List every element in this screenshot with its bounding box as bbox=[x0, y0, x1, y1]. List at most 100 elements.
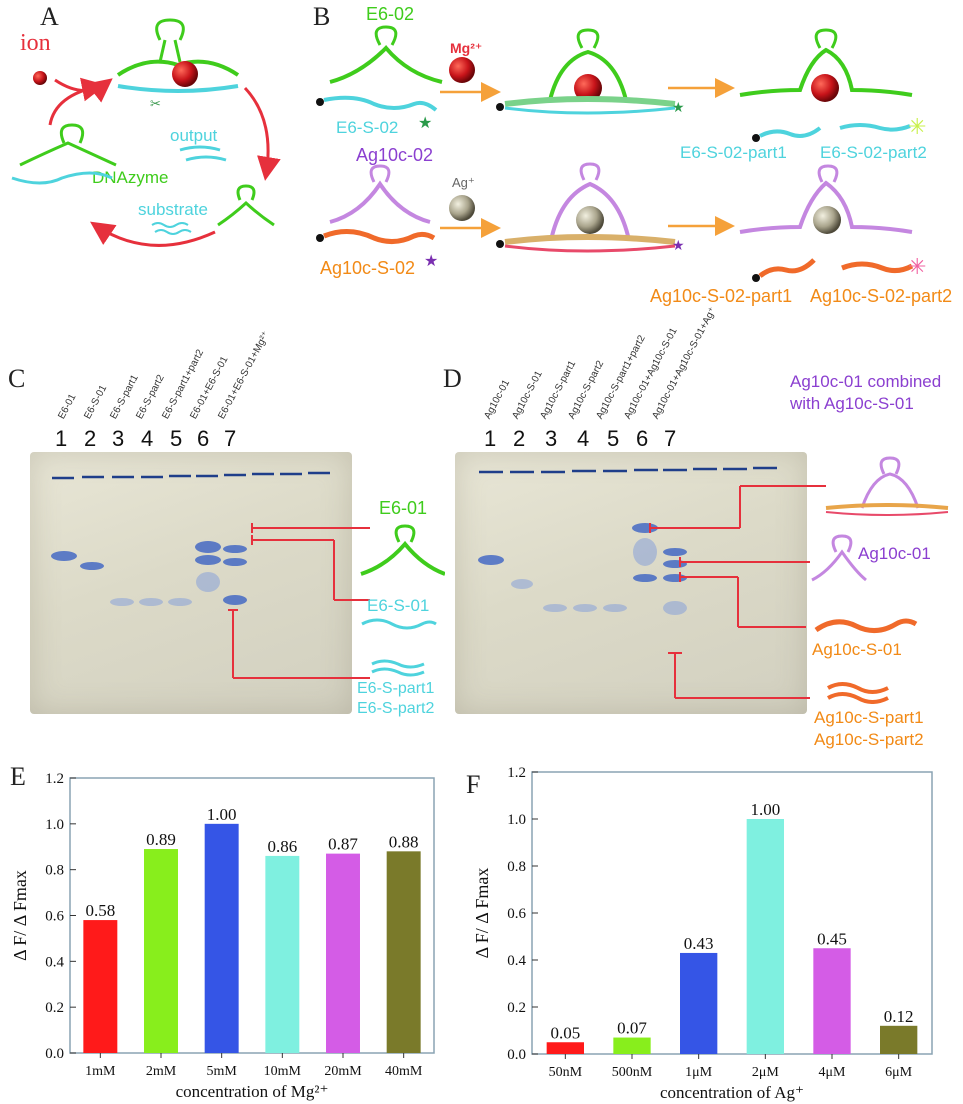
chart-e-ytick-label: 0.2 bbox=[45, 1000, 64, 1016]
ion-ball-icon bbox=[33, 71, 47, 85]
e6-s-02-label: E6-S-02 bbox=[336, 118, 399, 137]
chart-f-bar bbox=[546, 1042, 584, 1054]
lane-d-7-number: 7 bbox=[664, 426, 677, 451]
svg-text:★: ★ bbox=[672, 239, 685, 254]
chart-e-ytick-label: 0.8 bbox=[45, 863, 64, 879]
chart-e-xtick-label: 2mM bbox=[146, 1064, 177, 1079]
ag-ion-icon bbox=[449, 195, 475, 221]
chart-e-xtick-label: 5mM bbox=[206, 1064, 237, 1079]
panel-c-letter: C bbox=[8, 364, 26, 393]
chart-f-bar bbox=[613, 1037, 651, 1054]
chart-f-ytick-label: 0.6 bbox=[507, 906, 526, 922]
d-part2-label: Ag10c-S-part2 bbox=[814, 730, 924, 749]
ag10c-02-strand-icon bbox=[329, 164, 431, 224]
panel-b-letter: B bbox=[313, 2, 331, 31]
panel-d-letter: D bbox=[443, 364, 462, 393]
chart-f-ytick-label: 0.4 bbox=[507, 953, 526, 969]
chart-f-xlabel: concentration of Ag⁺ bbox=[660, 1083, 804, 1102]
ag10c-complex-icon bbox=[504, 162, 676, 253]
chart-f-ylabel: Δ F/ Δ Fmax bbox=[472, 868, 492, 959]
panel-a-letter: A bbox=[40, 2, 59, 31]
svg-text:★: ★ bbox=[418, 115, 432, 132]
c-e6-01-label: E6-01 bbox=[379, 498, 428, 518]
chart-f-xtick-label: 6μM bbox=[885, 1065, 913, 1080]
lane-d-6-number: 6 bbox=[636, 426, 649, 451]
chart-f-value-label: 1.00 bbox=[750, 800, 780, 819]
lane-c-2-number: 2 bbox=[84, 426, 97, 451]
svg-text:✳: ✳ bbox=[908, 114, 926, 139]
d-complex-strand-icon bbox=[825, 456, 949, 516]
chart-f-xtick-label: 50nM bbox=[549, 1065, 583, 1080]
chart-e-xtick-label: 10mM bbox=[264, 1064, 302, 1079]
lane-c-7-number: 7 bbox=[224, 426, 237, 451]
c-e6-s-01-label: E6-S-01 bbox=[367, 596, 430, 615]
chart-e-value-label: 0.87 bbox=[328, 835, 358, 854]
dnazyme-label: DNAzyme bbox=[92, 168, 169, 187]
d-ag10c-s-01-strand-icon bbox=[814, 618, 918, 633]
svg-text:★: ★ bbox=[424, 253, 438, 270]
c-part1-label: E6-S-part1 bbox=[357, 680, 435, 697]
ion-label: ion bbox=[20, 30, 51, 56]
chart-e-value-label: 0.89 bbox=[146, 830, 176, 849]
lane-d-1-number: 1 bbox=[484, 426, 497, 451]
chart-e-value-label: 0.88 bbox=[389, 832, 419, 851]
d-parts-strand-icon bbox=[827, 682, 889, 704]
d-ag10c-01-label: Ag10c-01 bbox=[858, 544, 931, 563]
chart-f-ytick-label: 1.0 bbox=[507, 812, 526, 828]
ag10c-s-02-part1-label: Ag10c-S-02-part1 bbox=[650, 286, 793, 306]
chart-e-ytick-label: 0.0 bbox=[45, 1046, 64, 1062]
lane-d-1-name: Ag10c-01 bbox=[482, 378, 513, 421]
lane-c-2-name: E6-S-01 bbox=[82, 383, 110, 421]
chart-e-ylabel: Δ F/ Δ Fmax bbox=[10, 870, 30, 961]
lane-c-3-number: 3 bbox=[112, 426, 125, 451]
chart-e-value-label: 0.86 bbox=[267, 837, 297, 856]
gel-d-annotation-lines bbox=[649, 485, 826, 699]
ag10c-cleaved-icon bbox=[739, 164, 913, 234]
panel-f-letter: F bbox=[466, 770, 481, 799]
output-label: output bbox=[170, 126, 218, 145]
chart-f-xtick-label: 1μM bbox=[685, 1065, 713, 1080]
chart-f: 0.00.20.40.60.81.01.20.0550nM0.07500nM0.… bbox=[472, 765, 933, 1102]
chart-f-bar bbox=[746, 819, 784, 1054]
chart-f-ytick-label: 0.0 bbox=[507, 1047, 526, 1063]
e6-02-strand-icon bbox=[329, 25, 443, 84]
ag-label: Ag⁺ bbox=[452, 175, 475, 190]
lane-c-6-number: 6 bbox=[197, 426, 210, 451]
panel-e-letter: E bbox=[10, 762, 26, 791]
chart-e-ytick-label: 1.2 bbox=[45, 771, 64, 787]
chart-e-bar bbox=[83, 920, 118, 1053]
c-e6-s-01-strand-icon bbox=[361, 618, 437, 630]
chart-f-bar bbox=[680, 952, 718, 1054]
e6-s-02-part1-label: E6-S-02-part1 bbox=[680, 143, 787, 162]
chart-e-xtick-label: 20mM bbox=[324, 1064, 362, 1079]
svg-text:✂: ✂ bbox=[150, 96, 161, 111]
chart-f-xtick-label: 2μM bbox=[752, 1065, 780, 1080]
chart-f-value-label: 0.45 bbox=[817, 929, 847, 948]
chart-f-xtick-label: 4μM bbox=[819, 1065, 847, 1080]
dnazyme-cycle-diagram: ✂ bbox=[11, 18, 281, 247]
chart-f-ytick-label: 1.2 bbox=[507, 765, 526, 781]
ag10c-s-02-label: Ag10c-S-02 bbox=[320, 258, 416, 278]
chart-e-xtick-label: 1mM bbox=[85, 1064, 116, 1079]
chart-f-value-label: 0.05 bbox=[550, 1023, 580, 1042]
dnazyme-complex-icon: ✂ bbox=[116, 18, 240, 111]
dnazyme-free-icon bbox=[217, 184, 275, 227]
lane-d-5-name: Ag10c-S-part1+part2 bbox=[594, 333, 648, 421]
chart-e-bar bbox=[386, 851, 421, 1053]
svg-text:✳: ✳ bbox=[908, 254, 926, 279]
dnazyme-substrate-icon bbox=[11, 123, 117, 185]
mg-label: Mg²⁺ bbox=[450, 40, 483, 56]
chart-f-value-label: 0.12 bbox=[884, 1007, 914, 1026]
d-ag10c-01-strand-icon bbox=[811, 534, 867, 582]
e6-complex-icon bbox=[504, 28, 676, 115]
ag10c-s-02-part2-label: Ag10c-S-02-part2 bbox=[810, 286, 953, 306]
d-combined-line1: Ag10c-01 combined bbox=[790, 372, 942, 391]
lane-c-5-number: 5 bbox=[170, 426, 183, 451]
chart-f-ytick-label: 0.2 bbox=[507, 1000, 526, 1016]
chart-e-frame bbox=[69, 777, 435, 1054]
lane-d-4-number: 4 bbox=[577, 426, 590, 451]
c-part2-label: E6-S-part2 bbox=[357, 700, 435, 717]
mechanism-diagram: ★ ★ ✳ ★ bbox=[316, 25, 926, 282]
lane-c-1-number: 1 bbox=[55, 426, 68, 451]
lane-d-2-number: 2 bbox=[513, 426, 526, 451]
